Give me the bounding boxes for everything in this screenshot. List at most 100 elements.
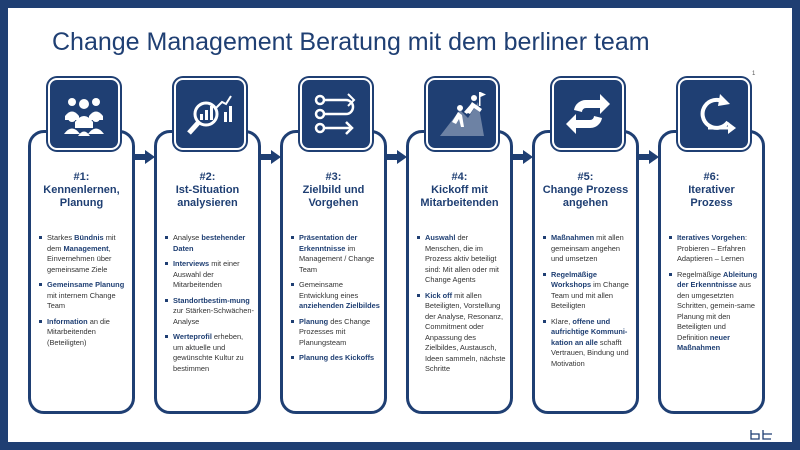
page-number: 1 — [752, 71, 756, 77]
step-item: Auswahl der Menschen, die im Prozess akt… — [417, 233, 506, 286]
step-item: Interviews mit einer Auswahl der Mitarbe… — [165, 259, 254, 291]
emphasis-text: neuer Maßnahmen — [677, 332, 731, 353]
step-number: #4: — [451, 171, 468, 183]
step-title: Iterativer Prozess — [688, 184, 735, 209]
step-card-6: #6: Iterativer Prozess Iteratives Vorgeh… — [658, 130, 765, 414]
step-title: Kennenlernen, Planung — [43, 184, 120, 209]
step-card-5: #5: Change Prozess angehen Maßnahmen mit… — [532, 130, 639, 414]
emphasis-text: Auswahl — [425, 233, 456, 242]
item-text: mit einer Auswahl der Mitarbeitenden — [173, 259, 240, 289]
step-item: Klare, offene und aufrichtige Kommuni-ka… — [543, 317, 632, 370]
bt-logo-icon — [750, 430, 772, 440]
step-heading: #3: Zielbild und Vorgehen — [283, 171, 384, 210]
slide: Change Management Beratung mit dem berli… — [8, 8, 792, 442]
step-title: Kickoff mit Mitarbeitenden — [420, 184, 499, 209]
next-step-arrow-icon — [384, 150, 407, 164]
step-item: Gemeinsame Entwicklung eines anziehenden… — [291, 280, 380, 312]
step-number: #1: — [73, 171, 90, 183]
step-items: Auswahl der Menschen, die im Prozess akt… — [417, 233, 506, 380]
step-card-3: #3: Zielbild und Vorgehen Präsentation d… — [280, 130, 387, 414]
step-item: Kick off mit allen Beteiligten, Vorstell… — [417, 291, 506, 375]
item-text: mit allen gemeinsam angehen und umsetzen — [551, 233, 624, 263]
climbers-flag-icon — [426, 78, 498, 150]
step-item: Standortbestim-mung zur Stärken-Schwäche… — [165, 296, 254, 328]
item-text: Gemeinsame Entwicklung eines — [299, 280, 359, 300]
step-item: Regelmäßige Ableitung der Erkenntnisse a… — [669, 270, 758, 354]
iteration-cycle-icon — [678, 78, 750, 150]
item-text: erheben, um aktuelle und gewünschte Kult… — [173, 332, 244, 373]
item-text: zur Stärken-Schwächen-Analyse — [173, 306, 254, 326]
step-title: Zielbild und Vorgehen — [302, 184, 365, 209]
item-text: mit allen Beteiligten, Vorstellung der A… — [425, 290, 506, 374]
item-text: , Einvernehmen über gemeinsame Ziele — [47, 243, 112, 274]
emphasis-text: Ableitung der Erkenntnisse — [677, 269, 758, 290]
item-text: des Change Prozesses mit Planungsteam — [299, 316, 371, 347]
magnifier-chart-icon — [174, 78, 246, 150]
emphasis-text: Management — [63, 243, 109, 253]
step-item: Iteratives Vorgehen: Probieren – Erfahre… — [669, 233, 758, 265]
step-heading: #4: Kickoff mit Mitarbeitenden — [409, 171, 510, 210]
emphasis-text: Information — [47, 316, 88, 326]
item-text: im Management / Change Team — [299, 243, 375, 274]
step-number: #3: — [325, 171, 342, 183]
emphasis-text: Iteratives Vorgehen — [677, 233, 746, 242]
emphasis-text: Standortbestim-mung — [173, 295, 250, 305]
item-text: Analyse — [173, 233, 202, 242]
step-item: Werteprofil erheben, um aktuelle und gew… — [165, 332, 254, 374]
emphasis-text: Interviews — [173, 259, 210, 268]
item-text: mit internem Change Team — [47, 290, 116, 311]
step-heading: #6: Iterativer Prozess — [661, 171, 762, 210]
item-text: im Change Team und mit allen Beteiligten — [551, 280, 629, 310]
item-text: : Probieren – Erfahren Adaptieren – Lern… — [677, 233, 748, 263]
step-title: Ist-Situation analysieren — [175, 184, 240, 209]
next-step-arrow-icon — [258, 150, 281, 164]
next-step-arrow-icon — [132, 150, 155, 164]
step-item: Analyse bestehender Daten — [165, 233, 254, 254]
step-title: Change Prozess angehen — [542, 184, 629, 209]
emphasis-text: Regelmäßige Workshops — [551, 269, 598, 290]
step-item: Präsentation der Erkenntnisse im Managem… — [291, 233, 380, 275]
emphasis-text: offene und aufrichtige Kommuni-kation an… — [551, 316, 628, 347]
step-number: #2: — [199, 171, 216, 183]
item-text: aus den umgesetzten Schritten, gemein-sa… — [677, 280, 756, 342]
step-number: #5: — [577, 171, 594, 183]
step-item: Gemeinsame Planung mit internem Change T… — [39, 280, 128, 312]
next-step-arrow-icon — [510, 150, 533, 164]
step-heading: #2: Ist-Situation analysieren — [157, 171, 258, 210]
exchange-arrows-icon — [552, 78, 624, 150]
emphasis-text: Werteprofil — [173, 332, 212, 341]
step-items: Iteratives Vorgehen: Probieren – Erfahre… — [669, 233, 758, 359]
emphasis-text: bestehender Daten — [173, 233, 246, 253]
item-text: Klare, — [551, 316, 573, 326]
slide-title: Change Management Beratung mit dem berli… — [52, 28, 650, 56]
item-text: der Menschen, die im Prozess aktiv betei… — [425, 233, 499, 284]
step-items: Präsentation der Erkenntnisse im Managem… — [291, 233, 380, 369]
step-card-1: #1: Kennenlernen, Planung Starkes Bündni… — [28, 130, 135, 414]
emphasis-text: Bündnis — [74, 233, 104, 242]
step-card-4: #4: Kickoff mit Mitarbeitenden Auswahl d… — [406, 130, 513, 414]
emphasis-text: Planung des Kickoffs — [299, 353, 375, 362]
emphasis-text: anziehenden Zielbildes — [299, 301, 380, 310]
step-heading: #5: Change Prozess angehen — [535, 171, 636, 210]
step-number: #6: — [703, 171, 720, 183]
item-text: Starkes — [47, 233, 75, 242]
step-item: Starkes Bündnis mit dem Management, Einv… — [39, 233, 128, 275]
step-item: Maßnahmen mit allen gemeinsam angehen un… — [543, 233, 632, 265]
step-card-2: #2: Ist-Situation analysieren Analyse be… — [154, 130, 261, 414]
team-people-icon — [48, 78, 120, 150]
emphasis-text: Maßnahmen — [551, 233, 595, 242]
process-flow-icon — [300, 78, 372, 150]
step-item: Regelmäßige Workshops im Change Team und… — [543, 270, 632, 312]
item-text: Regelmäßige — [677, 269, 724, 279]
item-text: mit dem — [47, 233, 116, 253]
item-text: schafft Vertrauen, Bindung und Motivatio… — [551, 337, 629, 368]
emphasis-text: Kick off — [425, 290, 453, 300]
emphasis-text: Planung — [299, 316, 329, 326]
step-item: Information an die Mitarbeitenden (Betei… — [39, 317, 128, 349]
item-text: an die Mitarbeitenden (Beteiligten) — [47, 316, 110, 347]
emphasis-text: Präsentation der Erkenntnisse — [299, 233, 358, 253]
next-step-arrow-icon — [636, 150, 659, 164]
emphasis-text: Gemeinsame Planung — [47, 280, 125, 289]
step-items: Starkes Bündnis mit dem Management, Einv… — [39, 233, 128, 353]
